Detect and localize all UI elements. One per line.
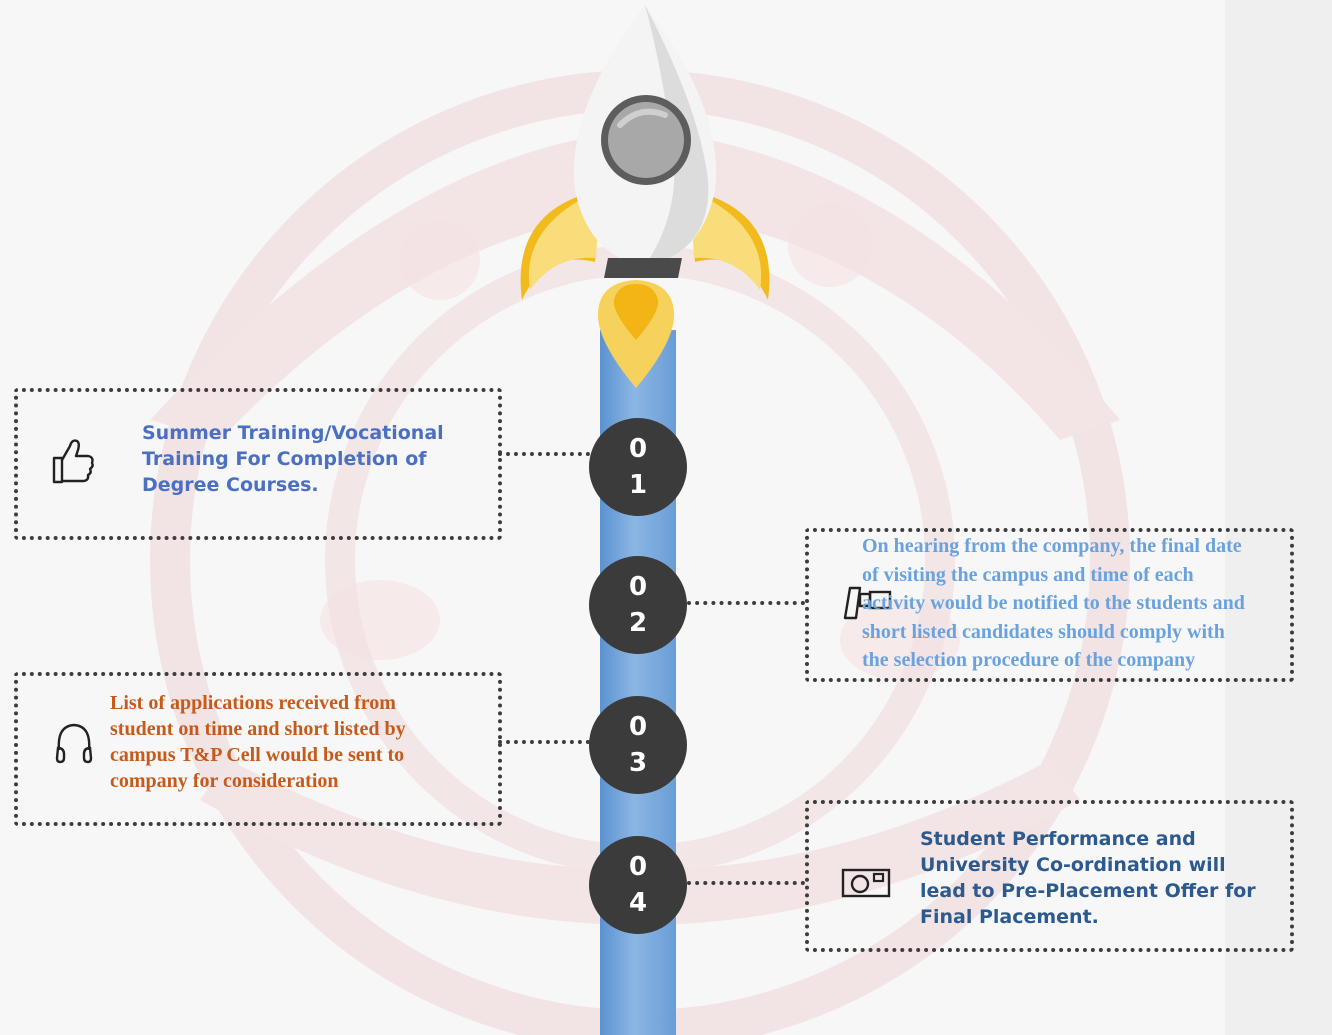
step-4-line-3: lead to Pre-Placement Offer for (920, 880, 1256, 902)
step-4-box (805, 800, 1294, 952)
headphones-icon (55, 723, 93, 764)
step-4-line-1: Student Performance and (920, 828, 1196, 850)
step-number-4-top: 0 (628, 852, 648, 882)
connector-step-1 (498, 452, 590, 456)
camera-icon (841, 868, 891, 898)
step-3-line-4: company for consideration (110, 770, 339, 792)
step-2-text: On hearing from the company, the final d… (862, 532, 1332, 675)
step-1-line-3: Degree Courses. (142, 474, 319, 496)
connector-step-2 (687, 601, 805, 605)
step-1-text: Summer Training/Vocational Training For … (142, 420, 482, 498)
step-number-3-top: 0 (628, 712, 648, 742)
step-number-4-bottom: 4 (628, 888, 648, 918)
step-3-line-2: student on time and short listed by (110, 718, 406, 740)
step-1-box (14, 388, 502, 540)
step-2-line-5: the selection procedure of the company (862, 649, 1196, 671)
right-panel-shade (1225, 0, 1332, 1035)
step-number-1-top: 0 (628, 434, 648, 464)
step-number-3: 0 3 (589, 696, 687, 794)
step-1-line-1: Summer Training/Vocational (142, 422, 444, 444)
step-2-line-4: short listed candidates should comply wi… (862, 620, 1225, 643)
connector-step-4 (687, 881, 805, 885)
step-4-line-2: University Co-ordination will (920, 854, 1226, 876)
step-3-line-1: List of applications received from (110, 692, 396, 714)
step-2-line-2: of visiting the campus and time of each (862, 563, 1194, 586)
step-3-box (14, 672, 502, 826)
step-2-line-1: On hearing from the company, the final d… (862, 535, 1242, 557)
thumbs-up-icon (52, 439, 94, 484)
connector-step-3 (498, 740, 590, 744)
step-4-text: Student Performance and University Co-or… (920, 826, 1280, 930)
step-number-4: 0 4 (589, 836, 687, 934)
step-3-line-3: campus T&P Cell would be sent to (110, 744, 405, 766)
step-number-1: 0 1 (589, 418, 687, 516)
step-number-1-bottom: 1 (628, 470, 648, 500)
step-number-2: 0 2 (589, 556, 687, 654)
step-2-box (805, 528, 1294, 682)
step-number-2-bottom: 2 (628, 608, 648, 638)
step-number-2-top: 0 (628, 572, 648, 602)
step-number-3-bottom: 3 (628, 748, 648, 778)
step-3-text: List of applications received from stude… (110, 690, 490, 794)
binoculars-icon (843, 586, 892, 620)
step-1-line-2: Training For Completion of (142, 448, 427, 470)
rocket-icon (520, 5, 770, 388)
step-4-line-4: Final Placement. (920, 906, 1099, 928)
step-2-line-3: activity would be notified to the studen… (862, 592, 1245, 614)
